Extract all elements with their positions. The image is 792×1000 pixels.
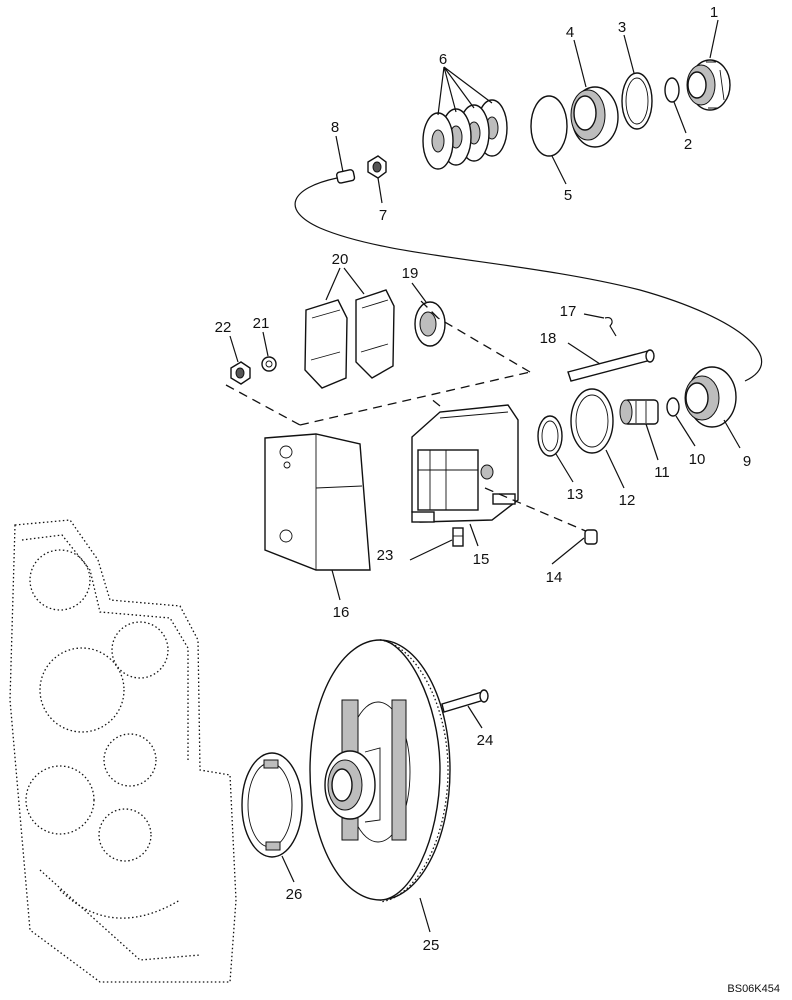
- part-26-ring: [241, 752, 303, 858]
- part-7-nut-small: [367, 155, 387, 179]
- brake-hose: [294, 177, 763, 382]
- callout-11: 11: [654, 464, 670, 481]
- callout-7: 7: [379, 207, 387, 224]
- callout-14: 14: [546, 569, 563, 586]
- callout-15: 15: [473, 551, 490, 568]
- callout-23: 23: [377, 547, 394, 564]
- part-22-nut: [230, 361, 251, 385]
- part-4-bearing-housing: [570, 86, 619, 148]
- part-2-oring: [664, 77, 680, 103]
- part-23-fitting: [452, 527, 464, 547]
- callout-1: 1: [710, 4, 718, 21]
- part-18-bolt-long: [567, 349, 655, 382]
- callout-16: 16: [333, 604, 350, 621]
- callout-19: 19: [402, 265, 419, 282]
- part-3-snap-ring: [621, 72, 653, 130]
- part-9-cylinder-cap: [684, 366, 737, 428]
- part-17-pin: [604, 317, 617, 337]
- callout-10: 10: [689, 451, 706, 468]
- part-20-brake-pads: [304, 289, 395, 389]
- part-12-seal-ring: [570, 388, 614, 454]
- part-1-nut: [686, 59, 731, 111]
- part-21-bushing: [261, 356, 277, 372]
- callout-numbers: 1 2 3 4 5 6 7 8 9 10 11 12 13 14 15 16 1…: [215, 4, 752, 954]
- callout-2: 2: [684, 136, 692, 153]
- callout-3: 3: [618, 19, 626, 36]
- part-8-fitting: [335, 169, 356, 184]
- callout-21: 21: [253, 315, 270, 332]
- part-19-seal: [414, 301, 446, 347]
- part-24-bolt: [441, 689, 489, 713]
- part-16-mounting-block: [264, 433, 371, 571]
- callout-25: 25: [423, 937, 440, 954]
- assembly-outline: [225, 299, 531, 426]
- mounting-line: [484, 487, 589, 533]
- callout-8: 8: [331, 119, 339, 136]
- callout-5: 5: [564, 187, 572, 204]
- part-14-bleeder: [584, 529, 598, 545]
- part-11-piston: [619, 399, 659, 425]
- part-5-oring-large: [530, 95, 568, 157]
- part-10-seal: [666, 397, 680, 417]
- reference-code: BS06K454: [727, 983, 780, 995]
- callout-22: 22: [215, 319, 232, 336]
- leader-lines: [229, 19, 741, 933]
- callout-13: 13: [567, 486, 584, 503]
- callout-6: 6: [439, 51, 447, 68]
- callout-26: 26: [286, 886, 303, 903]
- callout-17: 17: [560, 303, 577, 320]
- callout-18: 18: [540, 330, 557, 347]
- callout-24: 24: [477, 732, 494, 749]
- part-25-brake-disc: [309, 639, 451, 903]
- part-13-ring: [537, 415, 563, 457]
- callout-20: 20: [332, 251, 349, 268]
- part-6-friction-discs: [422, 99, 508, 170]
- callout-12: 12: [619, 492, 636, 509]
- callout-4: 4: [566, 24, 574, 41]
- callout-9: 9: [743, 453, 751, 470]
- transmission-housing: [9, 519, 237, 983]
- part-15-caliper: [411, 404, 519, 523]
